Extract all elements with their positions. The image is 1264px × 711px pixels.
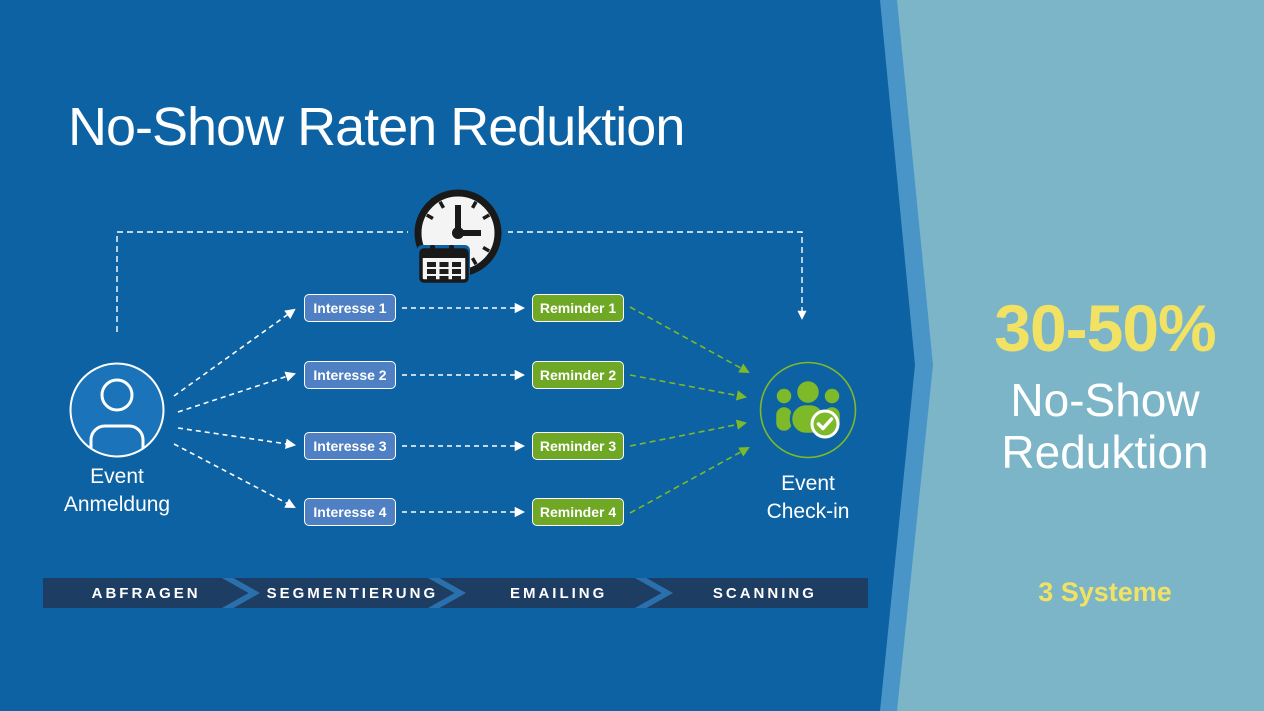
reminder-box-4: Reminder 4 bbox=[532, 498, 624, 526]
target-label-line2: Check-in bbox=[766, 500, 850, 523]
clock-calendar-icon bbox=[408, 183, 508, 284]
process-step-scanning: SCANNING bbox=[712, 584, 817, 602]
source-label-line2: Anmeldung bbox=[63, 493, 171, 516]
interest-box-1: Interesse 1 bbox=[304, 294, 396, 322]
target-label-line1: Event bbox=[781, 472, 835, 495]
process-step-abfragen: ABFRAGEN bbox=[91, 584, 201, 602]
stat-label: No-Show Reduktion bbox=[945, 374, 1264, 478]
source-node-label: Event Anmeldung bbox=[27, 463, 207, 519]
reminder-box-1: Reminder 1 bbox=[532, 294, 624, 322]
source-label-line1: Event bbox=[90, 465, 144, 488]
reminder-box-2: Reminder 2 bbox=[532, 361, 624, 389]
stat-footnote: 3 Systeme bbox=[1038, 577, 1172, 607]
process-step-segmentierung: SEGMENTIERUNG bbox=[266, 584, 439, 602]
reminder-box-3: Reminder 3 bbox=[532, 432, 624, 460]
group-check-icon bbox=[759, 361, 857, 459]
stat-label-line2: Reduktion bbox=[1001, 426, 1209, 478]
interest-box-2: Interesse 2 bbox=[304, 361, 396, 389]
target-node-label: Event Check-in bbox=[718, 470, 898, 526]
interest-box-4: Interesse 4 bbox=[304, 498, 396, 526]
person-icon bbox=[69, 362, 165, 458]
page-title: No-Show Raten Reduktion bbox=[68, 97, 685, 158]
stat-value: 30-50% bbox=[994, 291, 1217, 365]
process-step-emailing: EMAILING bbox=[509, 584, 608, 602]
stat-label-line1: No-Show bbox=[1010, 374, 1200, 426]
interest-box-3: Interesse 3 bbox=[304, 432, 396, 460]
